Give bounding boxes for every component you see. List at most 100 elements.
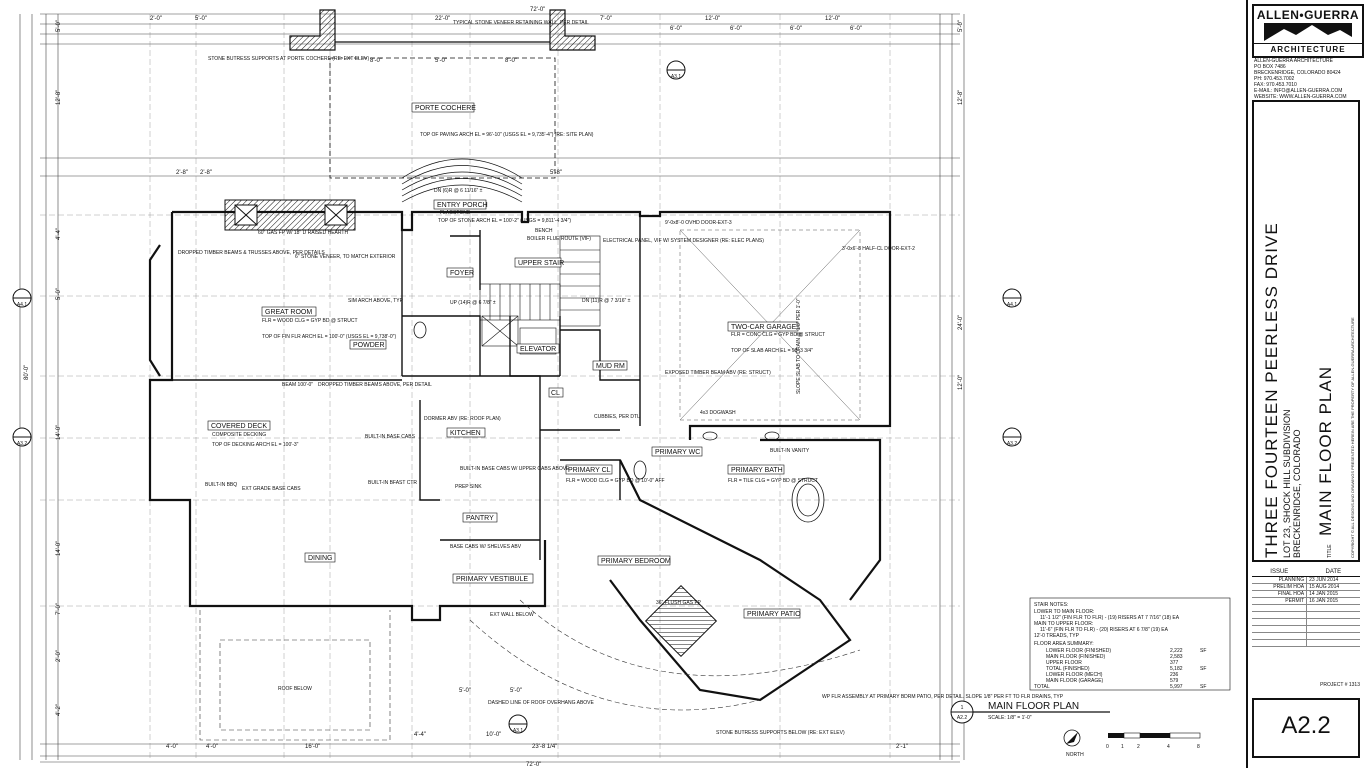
firm-logo: ALLEN•GUERRA ARCHITECTURE [1252, 4, 1364, 58]
dim-cochere-2: 8'-0" [505, 58, 517, 64]
issue-date: 23 JUN 2014 [1306, 576, 1360, 584]
note-great-room-finish: FLR = WOOD CLG = GYP BD @ STRUCT [262, 318, 358, 324]
area-row-value-5: 579 [1170, 678, 1179, 684]
note-arch: SIM ARCH ABOVE, TYP [348, 298, 404, 304]
note-built-in-bfast: BUILT-IN BFAST CTR [368, 480, 417, 486]
note-stone-butress-below: STONE BUTRESS SUPPORTS BELOW (RE: EXT EL… [716, 730, 845, 736]
note-dn-stair: DN (6)R @ 6 11/16" ± [434, 188, 483, 194]
title-block: ALLEN•GUERRA ARCHITECTURE ALLEN-GUERRA A… [1246, 0, 1366, 768]
dim-right-2: 24'-0" [958, 315, 964, 330]
room-powder: POWDER [353, 342, 385, 349]
issue-date [1306, 639, 1360, 647]
room-primary-bath: PRIMARY BATH [731, 467, 783, 474]
issue-name: PERMIT [1252, 597, 1308, 605]
issue-name [1252, 618, 1308, 626]
dim-right-0: 5'-0" [958, 20, 964, 32]
summary-box: STAIR NOTES: LOWER TO MAIN FLOOR: 11'-1 … [1029, 597, 1231, 691]
contact-line: BRECKENRIDGE, COLORADO 80424 [1254, 70, 1341, 76]
room-porte-cochere: PORTE COCHERE [415, 105, 476, 112]
note-top-decking: TOP OF DECKING ARCH EL = 100'-3" [212, 442, 299, 448]
contact-line: ALLEN-GUERRA ARCHITECTURE [1254, 58, 1333, 64]
issue-date: 16 JAN 2015 [1306, 597, 1360, 605]
issue-name: PRELIM HOA [1252, 583, 1308, 591]
dim-top-0: 2'-0" [150, 16, 162, 22]
dim-bottom-1: 4'-0" [206, 744, 218, 750]
issue-row [1252, 639, 1360, 647]
dim-left-8: 4'-2" [56, 704, 62, 716]
scale-tick-2: 2 [1137, 744, 1140, 750]
dim-cochere-1: 5'-0" [435, 58, 447, 64]
stair-note-2: MAIN TO UPPER FLOOR: [1034, 621, 1093, 627]
note-gas-fp: 60" GAS FP W/ 18" D RAISED HEARTH [258, 230, 348, 236]
project-number: PROJECT # 1313 [1320, 682, 1360, 688]
drawing-callout-number: 1 [961, 705, 964, 711]
contact-line: WEBSITE: WWW.ALLEN-GUERRA.COM [1254, 94, 1347, 100]
section-label-bottom: A3.1 [513, 728, 524, 734]
note-door-ext: 9'-0x8'-0 OVHD DOOR-EXT-3 [665, 220, 732, 226]
issue-row [1252, 632, 1360, 640]
issue-row [1252, 611, 1360, 619]
dim-left-overall: 80'-0" [24, 365, 30, 380]
note-garage-finish: FLR = CONC CLG = GYP BD @ STRUCT [731, 332, 825, 338]
room-primary-wc: PRIMARY WC [655, 449, 700, 456]
room-entry-porch: ENTRY PORCH [437, 202, 488, 209]
drawing-title-text: MAIN FLOOR PLAN [988, 701, 1079, 712]
issue-name [1252, 611, 1308, 619]
scale-bar-segment [1123, 732, 1141, 739]
note-beam: BEAM 100'-0" [282, 382, 313, 388]
room-pantry: PANTRY [466, 515, 494, 522]
dim-vestibule-0: 5'-0" [459, 688, 471, 694]
project-lot: LOT 23, SHOCK HILL SUBDIVISION [1282, 409, 1292, 558]
issue-date [1306, 611, 1360, 619]
roof-overhang [199, 599, 861, 741]
room-labels: PORTE COCHERE ENTRY PORCH FOYER UPPER ST… [207, 102, 801, 619]
dim-porch-2: 5'-8" [550, 170, 562, 176]
area-row-value-2: 377 [1170, 660, 1179, 666]
north-label: NORTH [1066, 752, 1084, 758]
note-exposed-beam: EXPOSED TIMBER BEAM ABV (RE: STRUCT) [665, 370, 771, 376]
scale-bar-segment [1169, 732, 1201, 739]
firm-sub: ARCHITECTURE [1254, 43, 1362, 54]
dim-vestibule-1: 5'-0" [510, 688, 522, 694]
floor-plan-drawing: A4.1 A4.1 A3.2 A3.2 A3.1 A3.1 72'-0" 72'… [12, 7, 1231, 768]
area-row-value-3: 5,182 [1170, 666, 1183, 672]
interior-walls [172, 212, 641, 560]
note-wp-flr: WP FLR ASSEMBLY AT PRIMARY BDRM PATIO, P… [822, 694, 1064, 700]
issue-name: FINAL HOA [1252, 590, 1308, 598]
area-row-unit-0: SF [1200, 648, 1206, 654]
dim-right-1: 12'-8" [958, 90, 964, 105]
section-labels: A4.1 A4.1 A3.2 A3.2 A3.1 A3.1 [17, 74, 1018, 734]
scale-tick-3: 4 [1167, 744, 1170, 750]
dim-top-2: 22'-0" [435, 16, 450, 22]
scale-tick-0: 0 [1106, 744, 1109, 750]
section-label-right-a4: A4.1 [1007, 302, 1018, 308]
note-dashed-roof: DASHED LINE OF ROOF OVERHANG ABOVE [488, 700, 595, 706]
dim-left-4: 14'-0" [56, 425, 62, 440]
note-built-in-cabs: BUILT-IN BASE CABS [365, 434, 416, 440]
note-gas-fp2: 36" FLUSH GAS FP [656, 600, 702, 606]
dim-bottom-0: 4'-0" [166, 744, 178, 750]
dim-bottom-3: 4'-4" [414, 732, 426, 738]
project-city: BRECKENRIDGE, COLORADO [1292, 429, 1302, 558]
room-primary-cl: PRIMARY CL [568, 467, 611, 474]
sheet-number: A2.2 [1281, 712, 1331, 739]
dim-porch-0: 2'-8" [176, 170, 188, 176]
firm-contact: ALLEN-GUERRA ARCHITECTURE PO BOX 7486 BR… [1254, 58, 1358, 100]
area-row-label-4: LOWER FLOOR (MECH) [1046, 672, 1103, 678]
note-prep-sink: PREP SINK [455, 484, 482, 490]
dim-bottom-5: 23'-8 1/4" [532, 744, 557, 750]
note-dormer: DORMER ABV (RE: ROOF PLAN) [424, 416, 501, 422]
dim-top2-3: 6'-0" [850, 26, 862, 32]
stair-notes-title: STAIR NOTES: [1034, 602, 1068, 608]
dim-left-7: 2'-0" [56, 650, 62, 662]
area-row-label-6: TOTAL [1034, 684, 1050, 690]
room-primary-bedroom: PRIMARY BEDROOM [601, 558, 671, 565]
issue-row [1252, 618, 1360, 626]
exterior-walls [148, 210, 892, 702]
section-label-left-a4: A4.1 [17, 302, 28, 308]
dim-left-0: 5'-0" [56, 20, 62, 32]
note-built-in-vanity: BUILT-IN VANITY [770, 448, 810, 454]
note-paving: TOP OF PAVING ARCH EL = 96'-10" (USGS EL… [420, 132, 594, 138]
note-grill: BUILT-IN BBQ [205, 482, 237, 488]
issue-name [1252, 632, 1308, 640]
